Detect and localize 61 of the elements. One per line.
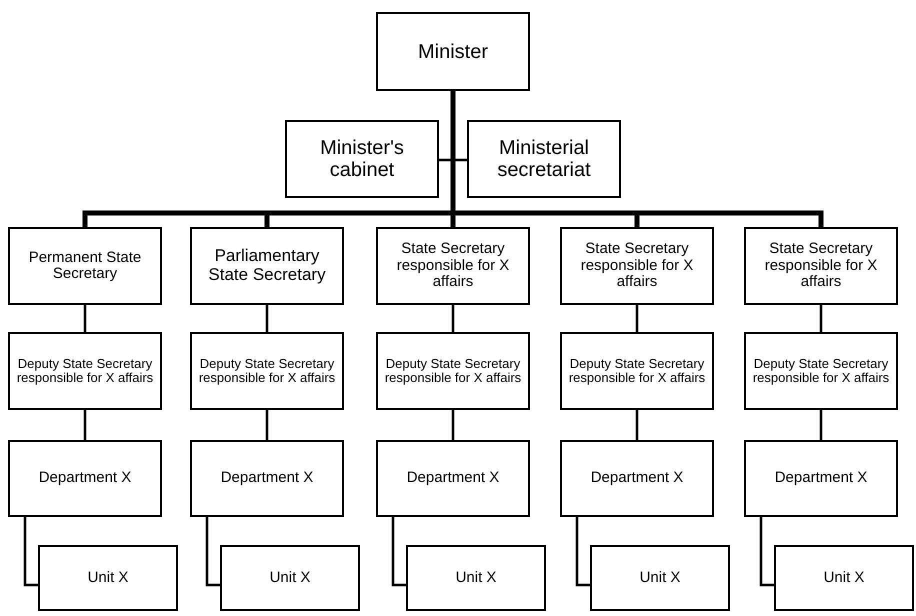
org-box bbox=[744, 440, 898, 517]
box-label: Deputy State Secretary responsible for X affairs bbox=[16, 356, 154, 386]
org-box bbox=[376, 227, 530, 305]
connector-line bbox=[820, 305, 822, 332]
org-box bbox=[376, 440, 530, 517]
org-box bbox=[406, 545, 546, 611]
connector-line bbox=[266, 305, 268, 332]
org-box bbox=[376, 12, 530, 91]
box-label: Department X bbox=[220, 470, 314, 487]
connector-line bbox=[760, 517, 774, 586]
org-box bbox=[774, 545, 914, 611]
org-box bbox=[744, 332, 898, 410]
org-box bbox=[220, 545, 360, 611]
connector-line bbox=[820, 410, 822, 440]
org-box bbox=[744, 227, 898, 305]
org-box bbox=[38, 545, 178, 611]
connector-line bbox=[452, 305, 454, 332]
connector-line bbox=[206, 517, 220, 586]
org-box bbox=[560, 227, 714, 305]
box-label: State Secretary responsible for X affairs bbox=[764, 241, 878, 291]
box-label: Minister bbox=[418, 40, 488, 62]
org-box bbox=[467, 120, 621, 198]
box-label: Parliamentary State Secretary bbox=[207, 247, 327, 285]
box-label: Department X bbox=[774, 470, 868, 487]
org-box bbox=[8, 332, 162, 410]
box-label: Unit X bbox=[640, 570, 680, 586]
box-label: Minister's cabinet bbox=[319, 137, 405, 181]
box-label: Unit X bbox=[270, 570, 310, 586]
connector-line bbox=[266, 410, 268, 440]
connector-line bbox=[452, 410, 454, 440]
org-box bbox=[190, 440, 344, 517]
box-label: Department X bbox=[38, 470, 132, 487]
org-box bbox=[190, 332, 344, 410]
box-label: Unit X bbox=[824, 570, 864, 586]
connector-line bbox=[636, 305, 638, 332]
box-label: Department X bbox=[590, 470, 684, 487]
connector-line bbox=[576, 517, 590, 586]
org-box bbox=[190, 227, 344, 305]
org-box bbox=[590, 545, 730, 611]
connector-line bbox=[636, 410, 638, 440]
box-label: State Secretary responsible for X affairs bbox=[580, 241, 694, 291]
box-label: Permanent State Secretary bbox=[28, 250, 142, 282]
box-label: Unit X bbox=[456, 570, 496, 586]
connector-line bbox=[84, 410, 86, 440]
box-label: Deputy State Secretary responsible for X affairs bbox=[384, 356, 522, 386]
org-box bbox=[8, 440, 162, 517]
org-box bbox=[560, 440, 714, 517]
box-label: Deputy State Secretary responsible for X affairs bbox=[198, 356, 336, 386]
org-box bbox=[376, 332, 530, 410]
connector-line bbox=[84, 305, 86, 332]
box-label: State Secretary responsible for X affairs bbox=[396, 241, 510, 291]
box-label: Deputy State Secretary responsible for X affairs bbox=[752, 356, 890, 386]
connector-line bbox=[24, 517, 38, 586]
box-label: Unit X bbox=[88, 570, 128, 586]
connector-line bbox=[392, 517, 406, 586]
box-label: Deputy State Secretary responsible for X affairs bbox=[568, 356, 706, 386]
org-box bbox=[8, 227, 162, 305]
box-label: Ministerial secretariat bbox=[496, 137, 592, 181]
org-box bbox=[560, 332, 714, 410]
box-label: Department X bbox=[406, 470, 500, 487]
org-box bbox=[285, 120, 439, 198]
